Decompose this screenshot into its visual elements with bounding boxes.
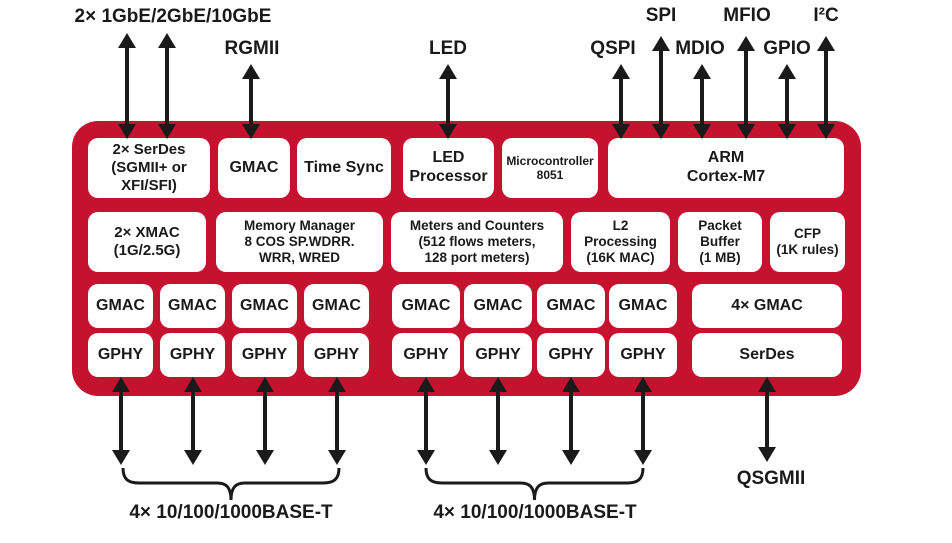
label-baset-left: 4× 10/100/1000BASE-T [129, 502, 333, 523]
block-gmac-p8: GMAC [609, 284, 677, 328]
arrow-baset-1-icon [112, 377, 130, 465]
block-gmac-p5: GMAC [392, 284, 460, 328]
arrow-led-icon [439, 64, 457, 139]
block-gphy-p3: GPHY [232, 333, 297, 377]
arrow-rgmii-icon [242, 64, 260, 139]
arrow-baset-6-icon [489, 377, 507, 465]
arrow-baset-8-icon [634, 377, 652, 465]
label-gpio: GPIO [763, 38, 811, 59]
block-gmac-p3: GMAC [232, 284, 297, 328]
arrow-baset-5-icon [417, 377, 435, 465]
arrow-qsgmii-icon [758, 377, 776, 462]
block-gmac-p2: GMAC [160, 284, 225, 328]
arrow-mfio-icon [737, 36, 755, 139]
block-gmac-p7: GMAC [537, 284, 605, 328]
block-serdes-2x: 2× SerDes (SGMII+ or XFI/SFI) [88, 138, 210, 198]
block-gphy-p2: GPHY [160, 333, 225, 377]
label-qsgmii: QSGMII [736, 468, 806, 489]
block-l2-processing: L2 Processing (16K MAC) [571, 212, 670, 272]
arrow-spi-icon [652, 36, 670, 139]
block-gmac-p6: GMAC [464, 284, 532, 328]
label-baset-right: 4× 10/100/1000BASE-T [433, 502, 637, 523]
label-mdio: MDIO [675, 38, 725, 59]
label-qspi: QSPI [590, 38, 636, 59]
block-cfp: CFP (1K rules) [770, 212, 845, 272]
block-gphy-p7: GPHY [537, 333, 605, 377]
brace-right [424, 468, 645, 501]
block-gphy-p8: GPHY [609, 333, 677, 377]
arrow-baset-7-icon [562, 377, 580, 465]
label-i2c: I²C [813, 5, 839, 26]
block-serdes: SerDes [692, 333, 842, 377]
block-gphy-p5: GPHY [392, 333, 460, 377]
block-led-processor: LED Processor [403, 138, 494, 198]
label-spi: SPI [645, 5, 677, 26]
arrow-baset-2-icon [184, 377, 202, 465]
arrow-mdio-icon [693, 64, 711, 139]
block-microcontroller: Microcontroller 8051 [502, 138, 598, 198]
arrow-gpio-icon [778, 64, 796, 139]
label-rgmii: RGMII [224, 38, 280, 59]
block-gmac-p4: GMAC [304, 284, 369, 328]
block-gmac-p1: GMAC [88, 284, 153, 328]
label-led: LED [429, 38, 467, 59]
block-4x-gmac: 4× GMAC [692, 284, 842, 328]
arrow-gbe-2-icon [158, 33, 176, 139]
block-arm-cortex-m7: ARM Cortex-M7 [608, 138, 844, 198]
block-gphy-p1: GPHY [88, 333, 153, 377]
arrow-i2c-icon [817, 36, 835, 139]
block-gmac-top: GMAC [218, 138, 290, 198]
brace-left [121, 468, 341, 501]
block-xmac: 2× XMAC (1G/2.5G) [88, 212, 206, 272]
arrow-baset-3-icon [256, 377, 274, 465]
block-packet-buffer: Packet Buffer (1 MB) [678, 212, 762, 272]
arrow-qspi-icon [612, 64, 630, 139]
block-memory-manager: Memory Manager 8 COS SP.WDRR. WRR, WRED [216, 212, 383, 272]
block-meters-counters: Meters and Counters (512 flows meters, 1… [391, 212, 563, 272]
block-time-sync: Time Sync [297, 138, 391, 198]
block-gphy-p6: GPHY [464, 333, 532, 377]
arrow-baset-4-icon [328, 377, 346, 465]
arrow-gbe-1-icon [118, 33, 136, 139]
block-gphy-p4: GPHY [304, 333, 369, 377]
label-2x-gbe: 2× 1GbE/2GbE/10GbE [74, 6, 272, 27]
label-mfio: MFIO [723, 5, 771, 26]
